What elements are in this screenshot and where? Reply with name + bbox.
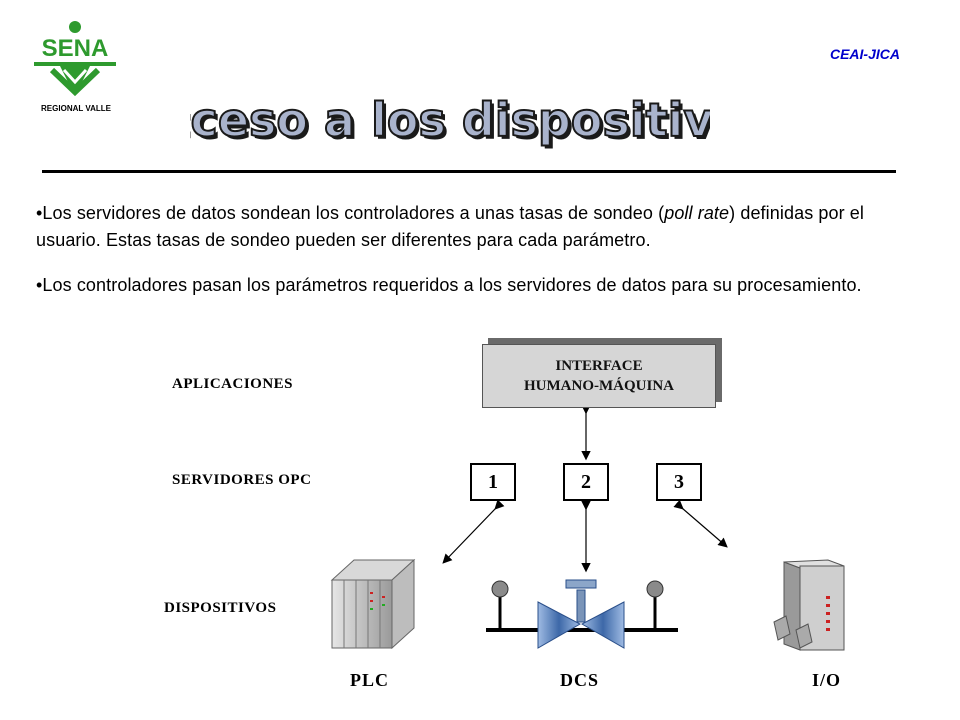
level-label-devices: DISPOSITIVOS [164, 600, 277, 616]
device-label-dcs: DCS [560, 670, 600, 690]
valve-icon [486, 579, 678, 649]
device-label-io: I/O [812, 670, 842, 690]
level-label-applications: APLICACIONES [172, 376, 294, 392]
svg-text:Acceso a los dispositivos: Acceso a los dispositivos [190, 96, 710, 150]
organization-label: CEAI-JICA [829, 46, 900, 62]
opc-server-1: 1 [470, 463, 516, 501]
hmi-line-2: HUMANO-MÁQUINA [524, 378, 674, 394]
server3-io-arrow [673, 499, 728, 548]
sena-logo: SENA [34, 21, 116, 97]
bullet-item: •Los controladores pasan los parámetros … [36, 275, 862, 295]
level-label-opc-servers: SERVIDORES OPC [172, 472, 312, 488]
title-divider [42, 170, 896, 173]
opc-server-3: 3 [656, 463, 702, 501]
opc-server-2: 2 [563, 463, 609, 501]
hmi-line-1: INTERFACE [555, 358, 643, 374]
device-label-plc: PLC [350, 670, 389, 690]
plc-rack-icon [330, 558, 416, 650]
logo-subtitle: REGIONAL VALLE [41, 104, 111, 113]
server1-plc-arrow [442, 499, 505, 564]
svg-text:Acceso a los dispositivos: Acceso a los dispositivos [190, 93, 710, 147]
bullet-item: •Los servidores de datos sondean los con… [36, 203, 865, 250]
page-title: Acceso a los dispositivos Acceso a los d… [190, 92, 710, 150]
svg-text:SENA: SENA [42, 35, 109, 62]
hmi-box: INTERFACE HUMANO-MÁQUINA [482, 344, 716, 408]
io-module-icon [773, 559, 845, 651]
